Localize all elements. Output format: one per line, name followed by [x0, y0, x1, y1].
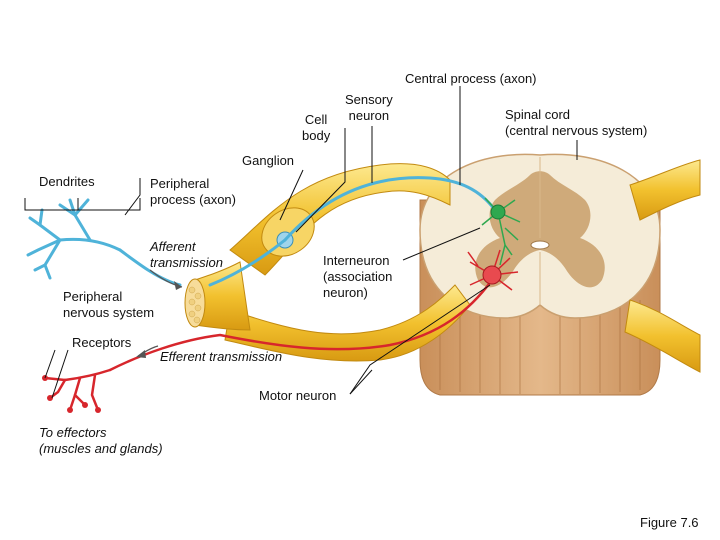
- efferent-arrowhead: [136, 350, 146, 358]
- label-to-effectors: To effectors (muscles and glands): [39, 425, 163, 456]
- motor-neuron-cell: [467, 249, 519, 291]
- label-motor-neuron: Motor neuron: [259, 388, 337, 403]
- label-sensory-neuron: Sensory neuron: [345, 92, 393, 123]
- label-cell-body: Cell body: [302, 112, 331, 143]
- sensory-pathway: [118, 176, 497, 287]
- interneuron: [481, 197, 521, 266]
- motor-pathway: [108, 278, 494, 372]
- label-receptors: Receptors: [72, 335, 132, 350]
- label-peripheral-nervous-system: Peripheral nervous system: [63, 289, 155, 320]
- spinal-nerve: [194, 261, 251, 331]
- label-ganglion: Ganglion: [242, 153, 295, 168]
- leader-lines: [24, 86, 578, 399]
- spinal-cord: [419, 153, 661, 396]
- label-peripheral-process: Peripheral process (axon): [150, 176, 236, 207]
- label-dendrites: Dendrites: [39, 174, 95, 189]
- right-lower-nerve: [624, 299, 701, 373]
- right-upper-nerve: [629, 159, 701, 221]
- figure-number: Figure 7.6: [640, 515, 699, 530]
- label-spinal-cord: Spinal cord (central nervous system): [505, 107, 648, 138]
- afferent-arrowhead: [174, 281, 182, 290]
- dendrites: [26, 198, 122, 280]
- label-interneuron: Interneuron (association neuron): [323, 253, 393, 300]
- label-efferent-transmission: Efferent transmission: [160, 349, 283, 364]
- label-afferent-transmission: Afferent transmission: [150, 239, 223, 270]
- label-central-process: Central process (axon): [405, 71, 537, 86]
